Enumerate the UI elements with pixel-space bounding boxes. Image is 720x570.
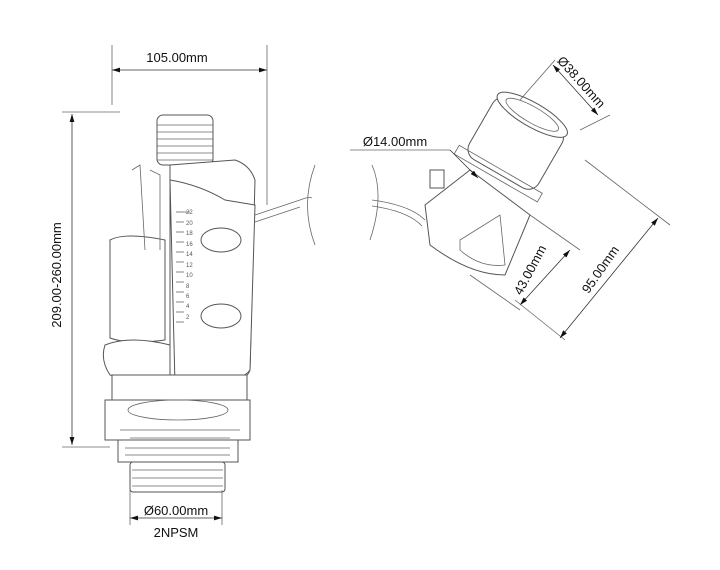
cable-diameter-label: Ø14.00mm xyxy=(363,134,427,149)
width-label: 105.00mm xyxy=(146,50,207,65)
scale-mark: 16 xyxy=(186,242,193,248)
scale-mark: 8 xyxy=(186,284,190,290)
scale-mark: 14 xyxy=(186,252,193,258)
flush-valve-drawing: 22 20 18 16 14 12 10 8 6 4 2 xyxy=(102,114,316,493)
base-diameter-label: Ø60.00mm xyxy=(144,503,208,518)
base-dimension: Ø60.00mm 2NPSM xyxy=(129,490,223,540)
scale-mark: 10 xyxy=(186,273,193,279)
scale-mark: 6 xyxy=(186,294,190,300)
scale: 22 20 18 16 14 12 10 8 6 4 2 xyxy=(176,210,193,323)
width-dimension: 105.00mm xyxy=(111,45,268,205)
scale-mark: 2 xyxy=(186,315,190,321)
scale-mark: 20 xyxy=(186,221,193,227)
height-label: 209.00-260.00mm xyxy=(49,222,64,328)
height-dimension: 209.00-260.00mm xyxy=(49,111,120,448)
scale-mark: 18 xyxy=(186,231,193,237)
button-depth-label: 43.00mm xyxy=(511,242,550,297)
cable-diameter-dimension: Ø14.00mm xyxy=(350,134,479,179)
button-diameter-label: Ø38.00mm xyxy=(554,53,608,111)
scale-mark: 22 xyxy=(186,210,193,216)
push-button-drawing xyxy=(369,91,568,276)
scale-mark: 12 xyxy=(186,263,193,269)
thread-label: 2NPSM xyxy=(154,525,199,540)
scale-mark: 4 xyxy=(186,304,190,310)
